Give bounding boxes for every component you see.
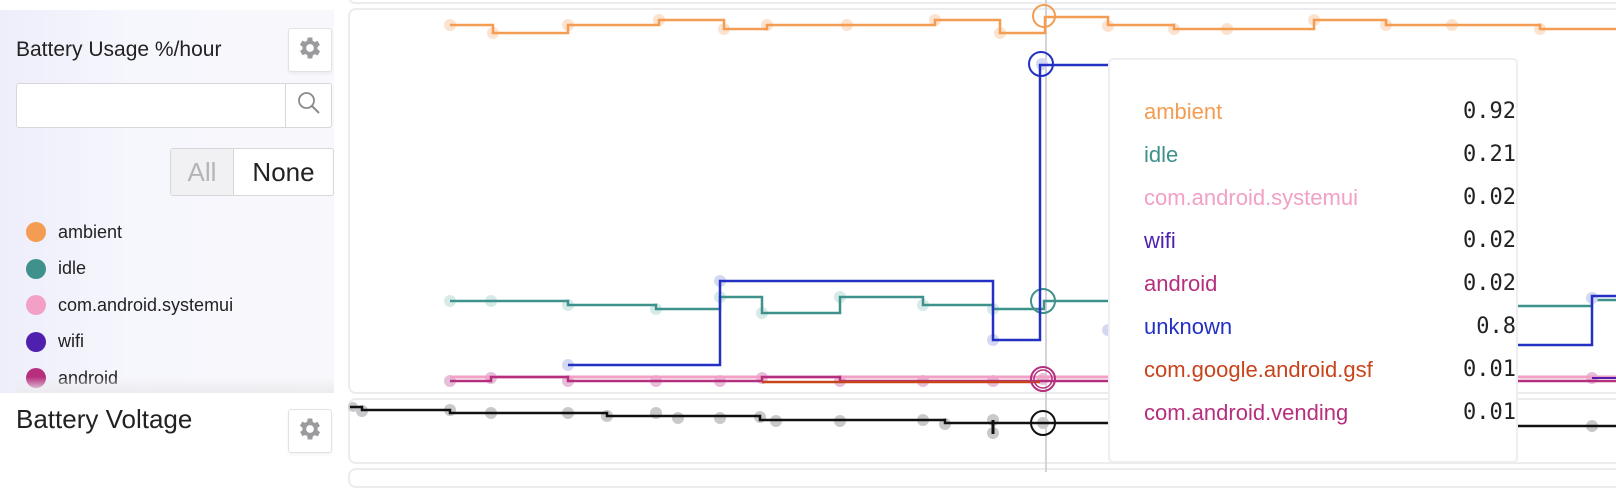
tooltip-series-name: com.android.systemui (1144, 184, 1358, 210)
tooltip-series-name: idle (1144, 141, 1179, 167)
tooltip-row-systemui: com.android.systemui 0.02 (1144, 176, 1516, 219)
legend-color-dot (26, 222, 46, 243)
tooltip-series-name: wifi (1144, 227, 1176, 253)
select-toggle-group: All None (170, 148, 334, 196)
battery-voltage-settings-button[interactable] (288, 409, 332, 453)
tooltip-series-value: 0.92 (1463, 99, 1516, 124)
chart-plot-area (348, 0, 1616, 472)
gear-icon (296, 34, 324, 67)
legend-item-wifi[interactable]: wifi (26, 324, 233, 361)
select-none-button[interactable]: None (252, 156, 315, 187)
tooltip-series-name: com.google.android.gsf (1144, 356, 1373, 382)
legend-label: ambient (58, 221, 123, 242)
tooltip-row-ambient: ambient 0.92 (1144, 90, 1516, 133)
tooltip-row-android: android 0.02 (1144, 262, 1516, 305)
battery-usage-sidebar: Battery Usage %/hour All None ambient id… (0, 10, 334, 393)
legend-label: idle (58, 258, 87, 279)
search-icon (296, 90, 322, 121)
legend-label: wifi (58, 331, 84, 352)
tooltip-series-name: android (1144, 270, 1218, 296)
tooltip-series-name: com.android.vending (1144, 399, 1349, 425)
legend-item-idle[interactable]: idle (26, 251, 233, 288)
legend-color-dot (26, 331, 46, 352)
legend-item-systemui[interactable]: com.android.systemui (26, 287, 233, 324)
series-bottom-cluster (444, 366, 1616, 392)
tooltip-row-idle: idle 0.21 (1144, 133, 1516, 176)
series-ambient (444, 4, 1616, 39)
search-button[interactable] (285, 84, 331, 127)
battery-usage-settings-button[interactable] (288, 28, 332, 72)
tooltip-row-unknown: unknown 0.8 (1144, 305, 1516, 348)
series-search (16, 83, 332, 128)
legend-color-dot (26, 295, 46, 316)
tooltip-series-value: 0.01 (1463, 400, 1516, 425)
legend-color-dot (26, 258, 46, 279)
series-search-input[interactable] (17, 84, 285, 127)
tooltip-series-value: 0.01 (1463, 357, 1516, 382)
tooltip-row-gsf: com.google.android.gsf 0.01 (1144, 348, 1516, 391)
hover-tooltip: ambient 0.92 idle 0.21 com.android.syste… (1108, 58, 1518, 463)
select-all-button[interactable]: All (171, 149, 234, 195)
tooltip-series-value: 0.8 (1476, 314, 1516, 339)
gear-icon (296, 415, 324, 448)
battery-voltage-title: Battery Voltage (16, 404, 193, 434)
tooltip-row-wifi: wifi 0.02 (1144, 219, 1516, 262)
tooltip-series-name: ambient (1144, 98, 1223, 124)
tooltip-series-value: 0.02 (1463, 271, 1516, 296)
legend-item-ambient[interactable]: ambient (26, 214, 233, 251)
tooltip-series-value: 0.02 (1463, 228, 1516, 253)
legend-label: com.android.systemui (58, 294, 234, 315)
series-legend: ambient idle com.android.systemui wifi a… (26, 214, 233, 393)
battery-usage-title: Battery Usage %/hour (16, 38, 222, 61)
tooltip-series-name: unknown (1144, 313, 1233, 339)
tooltip-series-value: 0.02 (1463, 185, 1516, 210)
tooltip-series-value: 0.21 (1463, 142, 1516, 167)
tooltip-row-vending: com.android.vending 0.01 (1144, 391, 1516, 434)
